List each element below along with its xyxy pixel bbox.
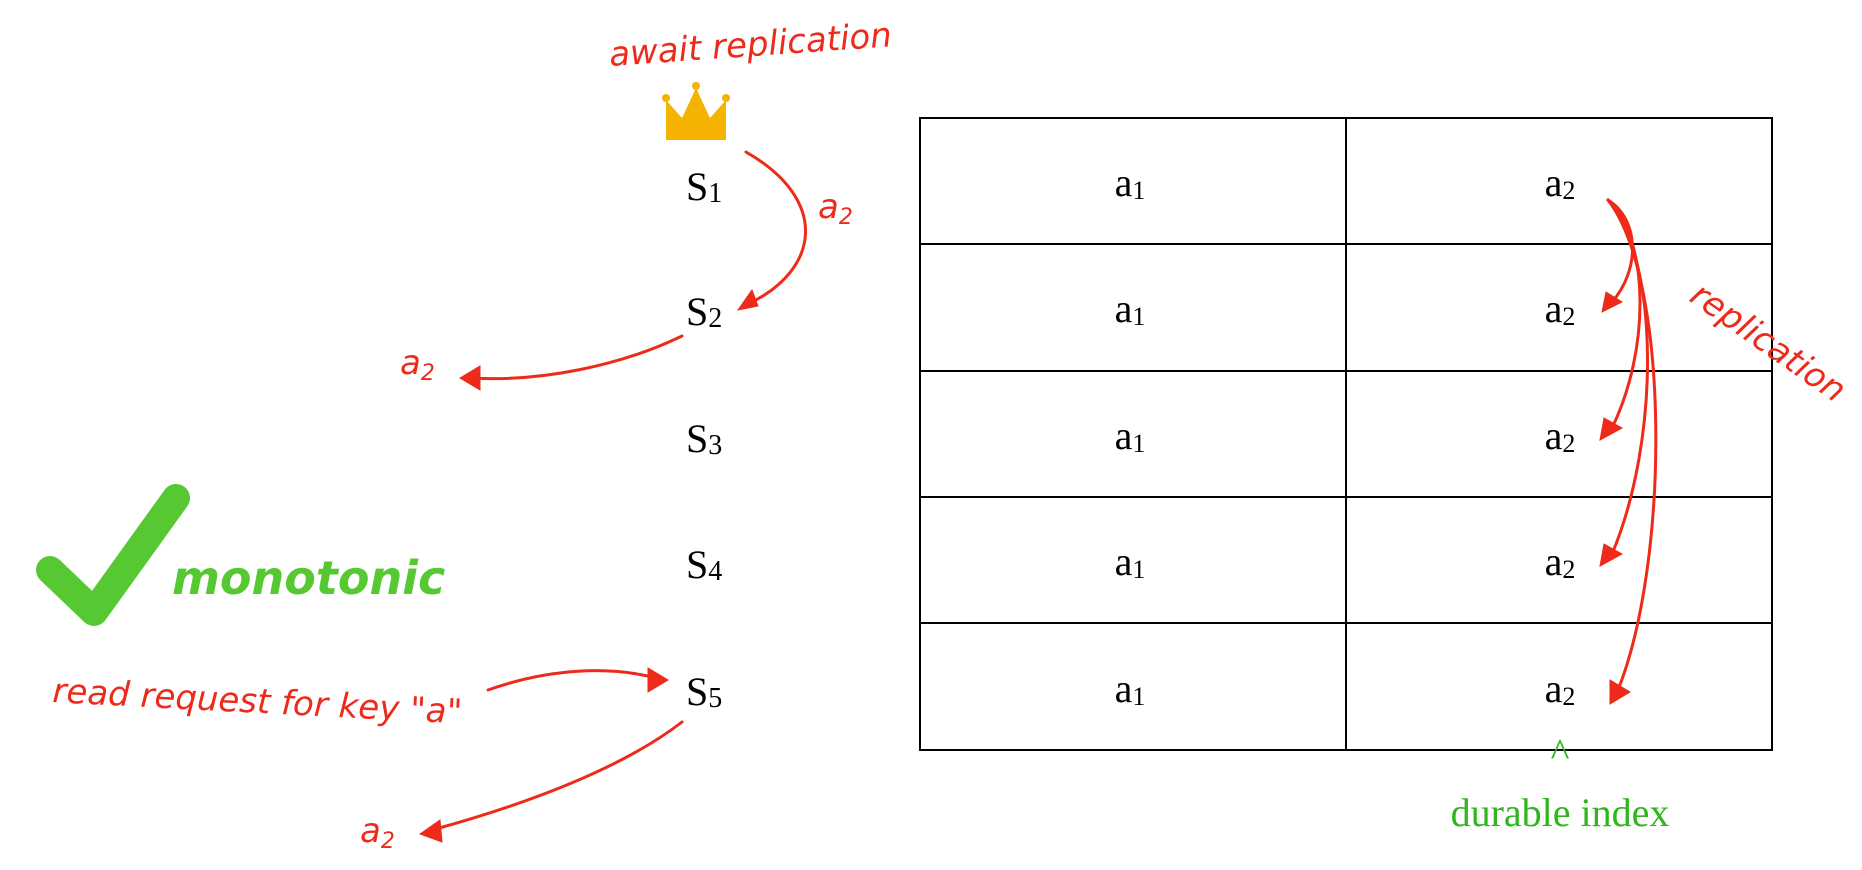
log-cell: a2: [1545, 666, 1576, 711]
log-cell: a1: [1115, 286, 1146, 331]
server-list: S1 S2 S3 S4 S5: [686, 164, 722, 714]
log-cell: a1: [1115, 539, 1146, 584]
s5-read-result-label: a2: [360, 811, 395, 854]
arrow-s2-read-result: [459, 334, 684, 391]
log-cell: a2: [1545, 413, 1576, 458]
read-request-annotation: read request for key "a": [52, 671, 464, 732]
durable-index-label: durable index: [1451, 790, 1670, 835]
server-s1-label: S1: [686, 164, 722, 209]
log-cell: a2: [1545, 286, 1576, 331]
log-cell: a1: [1115, 666, 1146, 711]
monotonic-verdict-label: monotonic: [172, 551, 445, 605]
replication-annotation: replication: [1683, 275, 1853, 411]
server-s4-label: S4: [686, 542, 722, 587]
server-s5-label: S5: [686, 669, 722, 714]
arrow-s1-to-s2: [736, 150, 807, 311]
log-cell: a1: [1115, 160, 1146, 205]
await-replication-annotation: await replication: [608, 15, 893, 75]
server-s2-label: S2: [686, 289, 722, 334]
log-cell: a2: [1545, 539, 1576, 584]
s2-read-result-label: a2: [400, 343, 435, 386]
log-cell: a2: [1545, 160, 1576, 205]
arrow-read-request-to-s5: [486, 667, 669, 693]
log-cell: a1: [1115, 413, 1146, 458]
replication-arrows: [1599, 198, 1658, 705]
crown-icon: [662, 82, 730, 140]
replicate-value-label: a2: [818, 187, 853, 230]
server-s3-label: S3: [686, 416, 722, 461]
arrow-s5-read-result: [418, 720, 684, 843]
checkmark-icon: [36, 484, 190, 626]
durable-index-caret: ^: [1551, 730, 1570, 775]
